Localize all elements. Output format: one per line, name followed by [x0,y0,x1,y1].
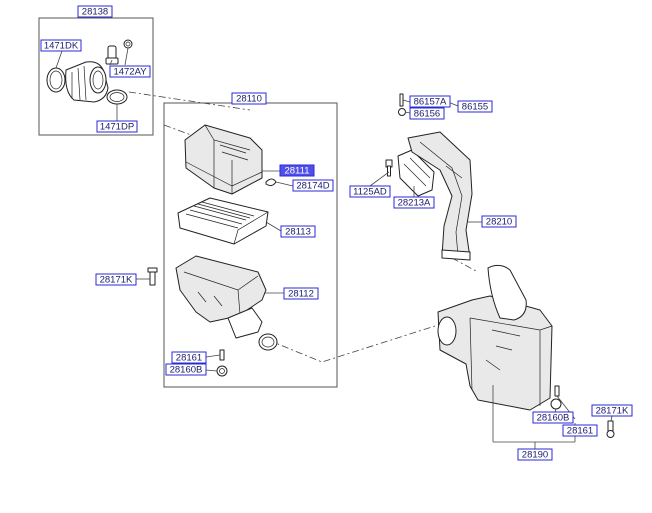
bolt-86157A [399,93,404,107]
label-28210-text: 28210 [486,217,512,228]
label-1472AY[interactable]: 1472AY [109,65,151,78]
group-frame-28138 [38,17,154,136]
label-28161-right[interactable]: 28161 [562,424,598,437]
label-1125AD[interactable]: 1125AD [349,185,391,198]
label-28112[interactable]: 28112 [283,287,319,300]
resonator-28190 [437,264,553,411]
filter-element-28113 [177,197,269,245]
nut-86156 [398,108,406,116]
intake-hose-28138 [65,61,109,103]
air-cleaner-cover-28111 [184,124,263,195]
connector-line-upper [128,91,251,111]
label-28138[interactable]: 28138 [77,5,113,18]
label-1471DK[interactable]: 1471DK [40,39,82,52]
label-28171K-left[interactable]: 28171K [95,273,137,286]
label-28161-right-text: 28161 [567,426,593,437]
label-28110[interactable]: 28110 [231,92,267,105]
label-86156[interactable]: 86156 [409,107,445,120]
label-28190-text: 28190 [522,450,548,461]
clip-28174D [265,178,277,187]
pin-28161-right [554,385,560,397]
label-28160B-right[interactable]: 28160B [532,411,574,424]
label-28160B-left-text: 28160B [170,365,203,376]
label-1125AD-text: 1125AD [353,187,387,198]
label-28112-text: 28112 [288,289,314,300]
label-28190[interactable]: 28190 [517,448,553,461]
label-28171K-left-text: 28171K [100,275,133,286]
label-1471DP-text: 1471DP [100,122,134,133]
label-28110-text: 28110 [236,94,262,105]
bracket-28213A [397,149,435,197]
label-28111[interactable]: 28111 [279,164,315,177]
bolt-28171K-right [606,420,615,438]
label-86155[interactable]: 86155 [457,100,493,113]
label-86157A[interactable]: 86157A [409,95,451,108]
label-1471DP[interactable]: 1471DP [96,120,138,133]
intake-duct-28210 [407,131,473,261]
label-28161-left[interactable]: 28161 [171,351,207,364]
bolt-28171K-left [147,267,158,286]
label-28111-text: 28111 [284,166,309,177]
grommet-1472AY [123,39,133,49]
pin-28161-left [219,349,225,361]
label-28161-left-text: 28161 [176,353,202,364]
label-28160B-right-text: 28160B [537,413,570,424]
label-86156-text: 86156 [414,109,440,120]
sensor-1472AY [105,45,119,65]
label-28174D-text: 28174D [296,181,329,192]
label-86157A-text: 86157A [414,97,447,108]
label-28138-text: 28138 [82,7,108,18]
label-28210[interactable]: 28210 [481,215,517,228]
label-28171K-right[interactable]: 28171K [591,404,633,417]
connector-line-resonator [451,257,479,273]
label-28160B-left[interactable]: 28160B [165,363,207,376]
label-28113[interactable]: 28113 [280,225,316,238]
grommet-28160B-right [550,398,562,410]
label-28213A-text: 28213A [398,198,431,209]
label-28174D[interactable]: 28174D [292,179,334,192]
clamp-ring-1471DP [106,89,128,105]
grommet-28160B-left [216,365,228,377]
label-86155-text: 86155 [462,102,488,113]
label-1471DK-text: 1471DK [44,41,79,52]
bolt-1125AD [385,159,393,177]
label-28171K-right-text: 28171K [596,406,629,417]
label-1472AY-text: 1472AY [113,67,147,78]
seal-ring-28112 [258,333,278,351]
label-28113-text: 28113 [285,227,311,238]
label-28213A[interactable]: 28213A [393,196,435,209]
connector-line-lower [267,317,461,363]
air-cleaner-body-28112 [175,255,267,339]
clamp-ring-1471DK [46,67,66,93]
